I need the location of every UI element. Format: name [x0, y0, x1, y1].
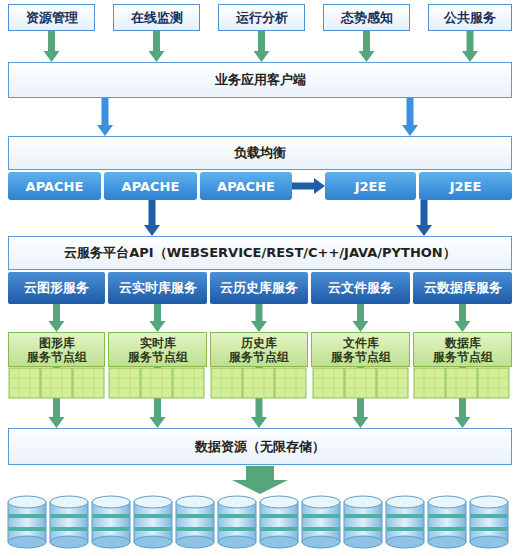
node-label: 态势感知 — [341, 9, 393, 27]
service-band: 云文件服务 — [311, 272, 410, 304]
storage-cylinder — [386, 496, 424, 548]
flow-arrow — [258, 31, 265, 51]
service-band: 云历史库服务 — [210, 272, 308, 304]
server-cell — [173, 368, 204, 398]
node-label: 公共服务 — [444, 9, 496, 27]
flow-arrow — [256, 304, 263, 321]
server-cell — [313, 368, 344, 398]
storage-cylinder — [470, 496, 508, 548]
node-label: 资源管理 — [26, 9, 78, 27]
node-label: 历史库 服务节点组 — [223, 336, 295, 364]
server-cell — [377, 368, 408, 398]
storage-cylinder — [134, 496, 172, 548]
storage-arrow — [232, 466, 288, 494]
node-group-box: 文件库 服务节点组 — [311, 332, 410, 367]
node-label: 数据库 服务节点组 — [427, 336, 499, 364]
server-cell — [446, 368, 477, 398]
storage-cylinder — [8, 496, 46, 548]
node-group-box: 实时库 服务节点组 — [108, 332, 207, 367]
storage-cylinder — [176, 496, 214, 548]
layer-box: 数据资源（无限存储） — [8, 428, 512, 465]
storage-cylinder — [260, 496, 298, 548]
function-box: 公共服务 — [428, 4, 512, 31]
node-label: 在线监测 — [131, 9, 183, 27]
flow-arrow — [53, 367, 60, 417]
server-cell — [211, 368, 242, 398]
node-label: 云图形服务 — [24, 279, 89, 297]
service-band: 云实时库服务 — [108, 272, 207, 304]
node-label: 云实时库服务 — [119, 279, 197, 297]
node-label: 实时库 服务节点组 — [122, 336, 194, 364]
node-label: 数据资源（无限存储） — [195, 438, 325, 456]
node-group-box: 历史库 服务节点组 — [210, 332, 308, 367]
server-band: APACHE — [104, 172, 197, 200]
node-label: APACHE — [26, 179, 84, 194]
storage-cylinder — [428, 496, 466, 548]
flow-arrow — [154, 367, 161, 417]
layer-box: 云服务平台API（WEBSERVICE/REST/C++/JAVA/PYTHON… — [8, 236, 512, 270]
flow-arrow — [459, 367, 466, 417]
flow-arrow — [48, 31, 55, 51]
node-label: APACHE — [217, 179, 275, 194]
server-band: J2EE — [325, 172, 416, 200]
flow-arrow — [153, 31, 160, 51]
server-cell — [109, 368, 140, 398]
server-band: APACHE — [8, 172, 101, 200]
server-cell — [41, 368, 72, 398]
node-group-box: 数据库 服务节点组 — [413, 332, 512, 367]
flow-arrow — [102, 98, 109, 125]
storage-cylinder — [92, 496, 130, 548]
node-label: APACHE — [122, 179, 180, 194]
node-label: 云文件服务 — [328, 279, 393, 297]
flow-arrow — [154, 304, 161, 321]
flow-arrow — [292, 183, 314, 190]
node-label: 云服务平台API（WEBSERVICE/REST/C++/JAVA/PYTHON… — [64, 244, 455, 262]
server-cell — [414, 368, 445, 398]
node-label: 图形库 服务节点组 — [21, 336, 93, 364]
node-label: J2EE — [355, 179, 387, 194]
function-box: 在线监测 — [113, 4, 200, 31]
service-band: 云图形服务 — [8, 272, 105, 304]
flow-arrow — [421, 200, 428, 225]
function-box: 资源管理 — [8, 4, 95, 31]
node-label: 云历史库服务 — [220, 279, 298, 297]
flow-arrow — [363, 31, 370, 51]
server-cell — [141, 368, 172, 398]
flow-arrow — [357, 304, 364, 321]
flow-arrow — [149, 200, 156, 225]
server-cell — [478, 368, 509, 398]
server-cell — [243, 368, 274, 398]
node-label: J2EE — [450, 179, 482, 194]
node-label: 业务应用客户端 — [215, 71, 306, 89]
function-box: 运行分析 — [218, 4, 305, 31]
flow-arrow — [467, 31, 474, 51]
storage-cylinder — [50, 496, 88, 548]
flow-arrow — [357, 367, 364, 417]
server-cell — [275, 368, 306, 398]
layer-box: 业务应用客户端 — [8, 62, 512, 98]
flow-arrow — [53, 304, 60, 321]
function-box: 态势感知 — [323, 4, 410, 31]
server-cell — [9, 368, 40, 398]
node-label: 运行分析 — [236, 9, 288, 27]
storage-cylinder — [344, 496, 382, 548]
flow-arrow — [459, 304, 466, 321]
node-group-box: 图形库 服务节点组 — [8, 332, 105, 367]
server-band: APACHE — [200, 172, 292, 200]
node-label: 云数据库服务 — [424, 279, 502, 297]
flow-arrow — [256, 367, 263, 417]
storage-cylinder — [302, 496, 340, 548]
server-band: J2EE — [419, 172, 512, 200]
server-cell — [73, 368, 104, 398]
flow-arrow — [407, 98, 414, 125]
service-band: 云数据库服务 — [413, 272, 512, 304]
storage-cylinder — [218, 496, 256, 548]
node-label: 文件库 服务节点组 — [325, 336, 397, 364]
layer-box: 负载均衡 — [8, 136, 512, 170]
node-label: 负载均衡 — [234, 144, 286, 162]
server-cell — [345, 368, 376, 398]
